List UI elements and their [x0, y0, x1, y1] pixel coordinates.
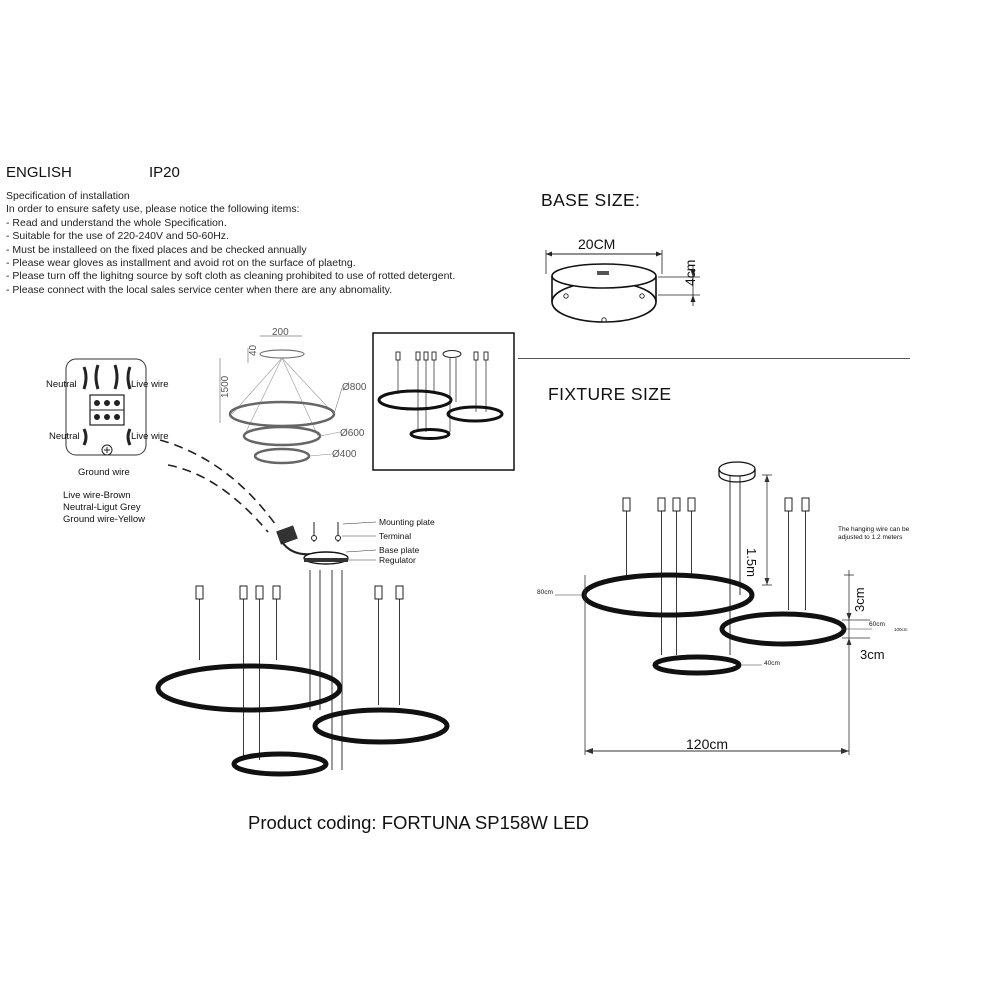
legend-neutral: Neutral-Ligut Grey — [63, 502, 141, 513]
spec-line: - Please wear gloves as installment and … — [6, 257, 356, 270]
ring-small-label: 40cm — [764, 660, 780, 667]
ring-large-label: 80cm — [537, 589, 553, 596]
legend-live: Live wire-Brown — [63, 490, 131, 501]
terminal-label: Terminal — [379, 531, 412, 541]
spec-line: - Read and understand the whole Specific… — [6, 216, 227, 229]
base-plate-label: Base plate — [379, 545, 420, 555]
gap-top-label: 3cm — [852, 587, 867, 612]
fixture-size-title: FIXTURE SIZE — [548, 384, 672, 404]
mounting-assembly — [276, 521, 377, 565]
sketch-height-total: 1500 — [220, 375, 231, 398]
live-bottom-label: Live wire — [131, 431, 169, 442]
connection-dashes — [159, 439, 279, 533]
installation-spec: ENGLISH IP20 Specification of installatio… — [6, 164, 455, 297]
wire-color-legend: Live wire-Brown Neutral-Ligut Grey Groun… — [63, 490, 145, 526]
product-illustration-box — [372, 332, 515, 471]
ring-medium-tiny-label: 100cm — [894, 627, 908, 632]
wire-length-label: 1.5m — [744, 548, 759, 577]
neutral-bottom-label: Neutral — [49, 431, 80, 442]
sketch-width: 200 — [272, 328, 289, 338]
spec-line: In order to ensure safety use, please no… — [6, 203, 300, 216]
base-size-title: BASE SIZE: — [541, 190, 641, 210]
wiring-connector-diagram — [65, 358, 147, 456]
section-divider — [518, 358, 910, 359]
total-width-label: 120cm — [686, 736, 729, 752]
spec-line: - Must be installeed on the fixed places… — [6, 243, 307, 256]
perspective-sketch: 200 40 1500 Ø800 Ø600 Ø400 — [219, 328, 367, 465]
ring-assembly-drawing — [155, 570, 450, 777]
spec-line: - Please turn off the lighitng source by… — [6, 270, 456, 283]
language-label: ENGLISH — [6, 164, 72, 181]
mounting-plate-label: Mounting plate — [379, 517, 435, 527]
sketch-d-small: Ø400 — [332, 449, 357, 460]
sketch-d-large: Ø800 — [342, 382, 367, 393]
product-coding: Product coding: FORTUNA SP158W LED — [248, 812, 590, 833]
legend-ground: Ground wire-Yellow — [63, 514, 146, 525]
base-width-label: 20CM — [578, 236, 616, 252]
regulator-label: Regulator — [379, 555, 416, 565]
live-top-label: Live wire — [131, 379, 169, 390]
ring-medium-label: 60cm — [869, 621, 885, 628]
spec-title: Specification of installation — [6, 190, 130, 202]
spec-line: - Suitable for the use of 220-240V and 5… — [6, 230, 229, 243]
spec-line: - Please connect with the local sales se… — [6, 283, 393, 296]
ground-wire-label: Ground wire — [78, 467, 130, 478]
sketch-d-medium: Ø600 — [340, 428, 365, 439]
base-drawing — [545, 250, 700, 323]
ip-rating-label: IP20 — [149, 164, 180, 181]
sketch-height-small: 40 — [248, 344, 259, 356]
neutral-top-label: Neutral — [46, 379, 77, 390]
fixture-drawing — [555, 461, 872, 755]
hanging-wire-note: The hanging wire can be adjusted to 1.2 … — [838, 526, 910, 541]
gap-bottom-label: 3cm — [860, 647, 885, 662]
